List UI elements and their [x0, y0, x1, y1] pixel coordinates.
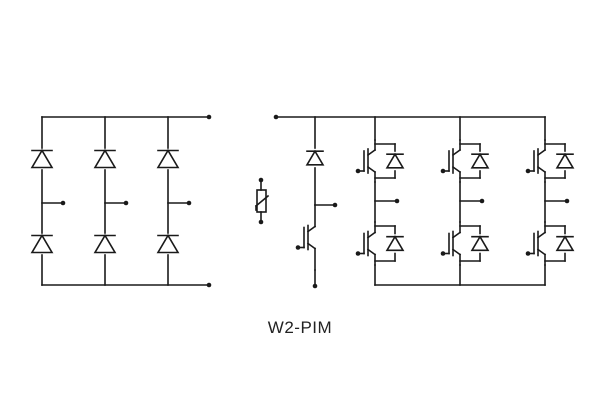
terminal-dot	[525, 251, 531, 256]
igbt-cell	[525, 139, 566, 183]
igbt-collector-lead	[306, 225, 317, 233]
diode-triangle	[30, 148, 54, 169]
igbt-cell	[440, 221, 481, 266]
thermistor-slash	[254, 194, 270, 208]
igbt-cell	[440, 139, 481, 183]
terminal-dot	[295, 245, 301, 250]
diode-symbol	[555, 235, 575, 252]
diode-symbol	[156, 233, 180, 254]
diode-triangle	[305, 149, 325, 166]
diode-symbol	[470, 152, 490, 169]
diode-triangle	[156, 233, 180, 254]
inverter-phase	[459, 116, 485, 286]
diode-triangle	[385, 235, 405, 252]
diode-symbol	[93, 148, 117, 169]
igbt-emitter-lead	[306, 242, 317, 250]
diode-triangle	[93, 233, 117, 254]
diode-symbol	[555, 152, 575, 169]
terminal-dot	[206, 282, 212, 288]
terminal-dot	[123, 200, 129, 206]
diode-symbol	[30, 233, 54, 254]
diode-symbol	[30, 148, 54, 169]
diode-symbol	[385, 235, 405, 252]
igbt-emitter-lead	[536, 248, 547, 256]
inverter-phase	[544, 116, 570, 286]
brake-chopper	[312, 116, 338, 289]
inverter-phase	[374, 116, 400, 286]
diode-triangle	[385, 152, 405, 169]
diode-triangle	[555, 152, 575, 169]
igbt-emitter-lead	[366, 248, 377, 256]
diode-triangle	[470, 152, 490, 169]
terminal-dot	[479, 198, 485, 204]
ntc-thermistor	[254, 177, 270, 225]
diode-triangle	[156, 148, 180, 169]
igbt-collector-lead	[536, 148, 547, 157]
igbt-emitter-lead	[366, 165, 377, 174]
igbt-emitter-lead	[536, 165, 547, 174]
diode-symbol	[93, 233, 117, 254]
igbt-emitter-lead	[451, 165, 462, 174]
igbt-collector-lead	[451, 148, 462, 157]
igbt-collector-lead	[451, 231, 462, 239]
terminal-dot	[206, 114, 212, 120]
terminal-dot	[60, 200, 66, 206]
terminal-dot	[394, 198, 400, 204]
terminal-dot	[332, 202, 338, 208]
igbt-collector-lead	[366, 231, 377, 239]
rectifier-leg	[41, 116, 66, 286]
terminal-dot	[355, 251, 361, 256]
module-label: W2-PIM	[267, 318, 333, 337]
diode-symbol	[156, 148, 180, 169]
terminal-dot	[258, 219, 264, 225]
terminal-dot	[355, 168, 361, 174]
diode-triangle	[93, 148, 117, 169]
terminal-dot	[564, 198, 570, 204]
diode-symbol	[305, 149, 325, 166]
terminal-dot	[525, 168, 531, 174]
rectifier-leg	[167, 116, 192, 286]
terminal-dot	[312, 283, 318, 289]
rectifier-bridge	[41, 114, 212, 288]
diode-triangle	[555, 235, 575, 252]
terminal-dot	[440, 251, 446, 256]
terminal-dot	[440, 168, 446, 174]
igbt-collector-lead	[536, 231, 547, 239]
diode-triangle	[30, 233, 54, 254]
igbt-collector-lead	[366, 148, 377, 157]
igbt-cell	[525, 221, 566, 266]
diode-symbol	[385, 152, 405, 169]
terminal-dot	[258, 177, 264, 183]
igbt-emitter-lead	[451, 248, 462, 256]
rectifier-leg	[104, 116, 129, 286]
igbt-cell	[355, 139, 396, 183]
terminal-dot	[186, 200, 192, 206]
igbt-cell	[355, 221, 396, 266]
igbt-cell	[295, 204, 317, 271]
diode-triangle	[470, 235, 490, 252]
diode-symbol	[470, 235, 490, 252]
